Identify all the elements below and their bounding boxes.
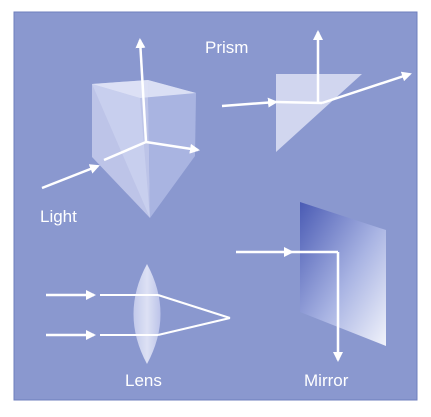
lens-icon — [46, 264, 231, 364]
diagram-background — [13, 11, 418, 401]
mirror-icon — [236, 202, 386, 362]
prism-triangle-ray-inside — [275, 100, 323, 105]
prism-3d-inner-face — [92, 84, 150, 218]
lens-label: Lens — [125, 371, 162, 390]
prism-triangle-ray-out — [321, 71, 412, 105]
prism-triangle-ray-in — [221, 97, 278, 108]
prism-label: Prism — [205, 38, 249, 57]
prism-3d-axis-up — [135, 38, 148, 143]
prism-triangle-shape — [276, 74, 362, 152]
prism-3d-axis-in — [103, 140, 147, 162]
lens-ray-top-converge — [157, 294, 231, 319]
prism-3d-light-ray — [41, 164, 100, 190]
prism-triangle-icon — [221, 30, 412, 152]
lens-shape — [133, 264, 161, 364]
prism-3d-axis-right — [145, 140, 200, 154]
mirror-plate — [300, 202, 386, 346]
light-label: Light — [40, 207, 77, 226]
prism-3d-right-face — [148, 80, 196, 218]
mirror-label: Mirror — [304, 371, 349, 390]
prism-3d-icon — [41, 38, 200, 218]
lens-ray-bottom-converge — [157, 317, 231, 336]
